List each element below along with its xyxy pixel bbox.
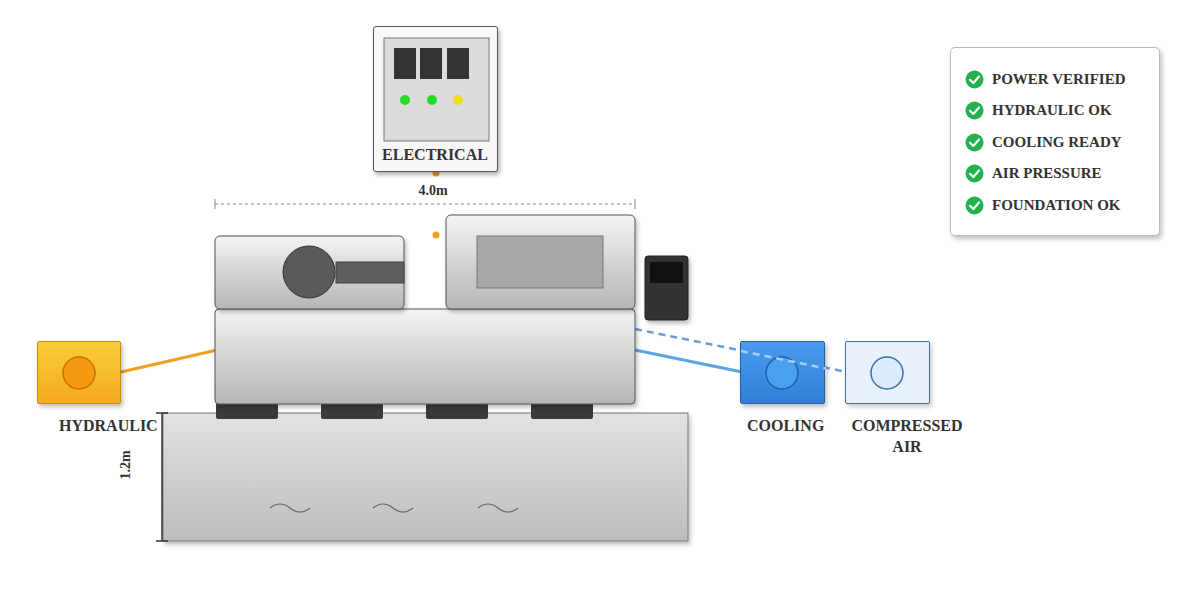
pendant-box bbox=[645, 256, 688, 320]
checklist-item: HYDRAULIC OK bbox=[965, 101, 1112, 121]
machine-feet bbox=[216, 403, 593, 419]
air-unit-graphic bbox=[846, 342, 931, 405]
unit-label: COOLING bbox=[747, 415, 824, 436]
connection-dot bbox=[433, 232, 440, 239]
check-icon bbox=[965, 164, 984, 183]
checklist-item: AIR PRESSURE bbox=[965, 164, 1102, 184]
cooling-unit: COOLING bbox=[740, 341, 825, 404]
dimension-label: 1.2m bbox=[118, 450, 134, 479]
checklist-item: FOUNDATION OK bbox=[965, 195, 1120, 215]
spindle-unit bbox=[215, 236, 404, 309]
hydraulic-line bbox=[121, 350, 217, 372]
width-dimension bbox=[215, 199, 635, 209]
cooling-unit-graphic bbox=[741, 342, 826, 405]
checklist-text: FOUNDATION OK bbox=[992, 195, 1120, 216]
check-icon bbox=[965, 101, 984, 120]
check-icon bbox=[965, 133, 984, 152]
foundation-block bbox=[163, 413, 688, 541]
hydraulic-unit: HYDRAULIC bbox=[37, 341, 121, 404]
checklist-panel: POWER VERIFIED HYDRAULIC OK COOLING READY A… bbox=[950, 47, 1160, 236]
electrical-panel: ELECTRICAL bbox=[373, 26, 498, 172]
unit-label: ELECTRICAL bbox=[382, 144, 488, 165]
dimension-label: 4.0m bbox=[418, 183, 447, 199]
unit-label: HYDRAULIC bbox=[59, 415, 158, 436]
control-screen bbox=[477, 236, 603, 288]
spindle-bar bbox=[336, 262, 404, 283]
checklist-item: COOLING READY bbox=[965, 132, 1122, 152]
checklist-text: AIR PRESSURE bbox=[992, 163, 1102, 184]
pendant-screen bbox=[650, 262, 683, 283]
unit-label: COMPRESSED AIR bbox=[842, 415, 972, 457]
machine-base bbox=[215, 309, 635, 404]
foundation-texture bbox=[270, 504, 518, 512]
hydraulic-unit-graphic bbox=[38, 342, 122, 405]
checklist-text: HYDRAULIC OK bbox=[992, 100, 1112, 121]
air-unit: COMPRESSED AIR bbox=[845, 341, 930, 404]
control-unit bbox=[446, 215, 635, 309]
check-icon bbox=[965, 196, 984, 215]
cooling-line bbox=[635, 350, 742, 372]
motor-symbol bbox=[283, 246, 335, 298]
height-dimension bbox=[156, 413, 168, 541]
check-icon bbox=[965, 70, 984, 89]
checklist-text: COOLING READY bbox=[992, 132, 1122, 153]
checklist-item: POWER VERIFIED bbox=[965, 69, 1126, 89]
checklist-text: POWER VERIFIED bbox=[992, 69, 1126, 90]
